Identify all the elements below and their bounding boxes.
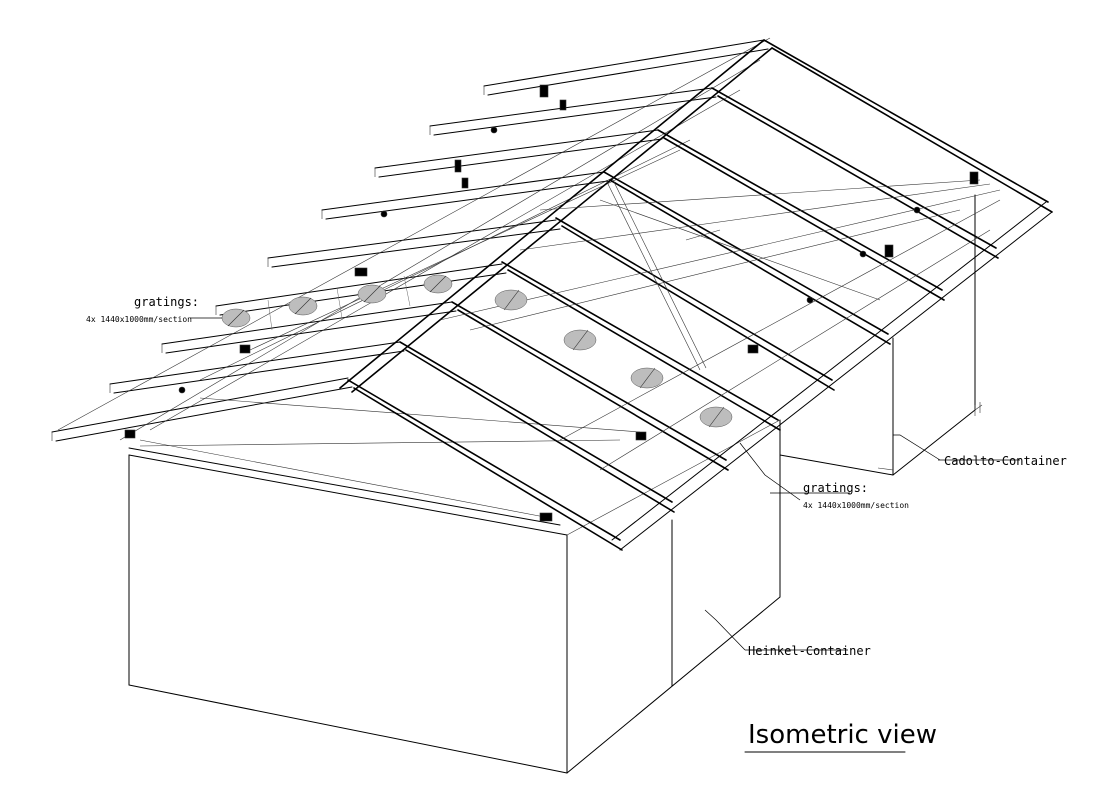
bracket-details — [124, 84, 979, 522]
gratings-right-spec: 4x 1440x1000mm/section — [803, 501, 909, 510]
gratings-left-spec: 4x 1440x1000mm/section — [86, 315, 192, 324]
view-title: Isometric view — [748, 720, 937, 750]
cadolto-label: Cadolto-Container — [944, 454, 1067, 468]
heinkel-container — [128, 419, 781, 774]
gratings-right-title: gratings: — [803, 481, 868, 495]
leader-lines — [190, 317, 1020, 651]
heinkel-label: Heinkel-Container — [748, 644, 871, 658]
labels: gratings: 4x 1440x1000mm/section grating… — [86, 295, 1067, 753]
left-slope-rails — [57, 37, 771, 447]
left-gratings — [221, 274, 453, 331]
gratings-left-title: gratings: — [134, 295, 199, 309]
left-slope-purlins — [51, 39, 769, 442]
right-gratings — [494, 289, 733, 428]
right-slope-rafters — [339, 39, 1053, 551]
cadolto-container — [779, 194, 983, 476]
